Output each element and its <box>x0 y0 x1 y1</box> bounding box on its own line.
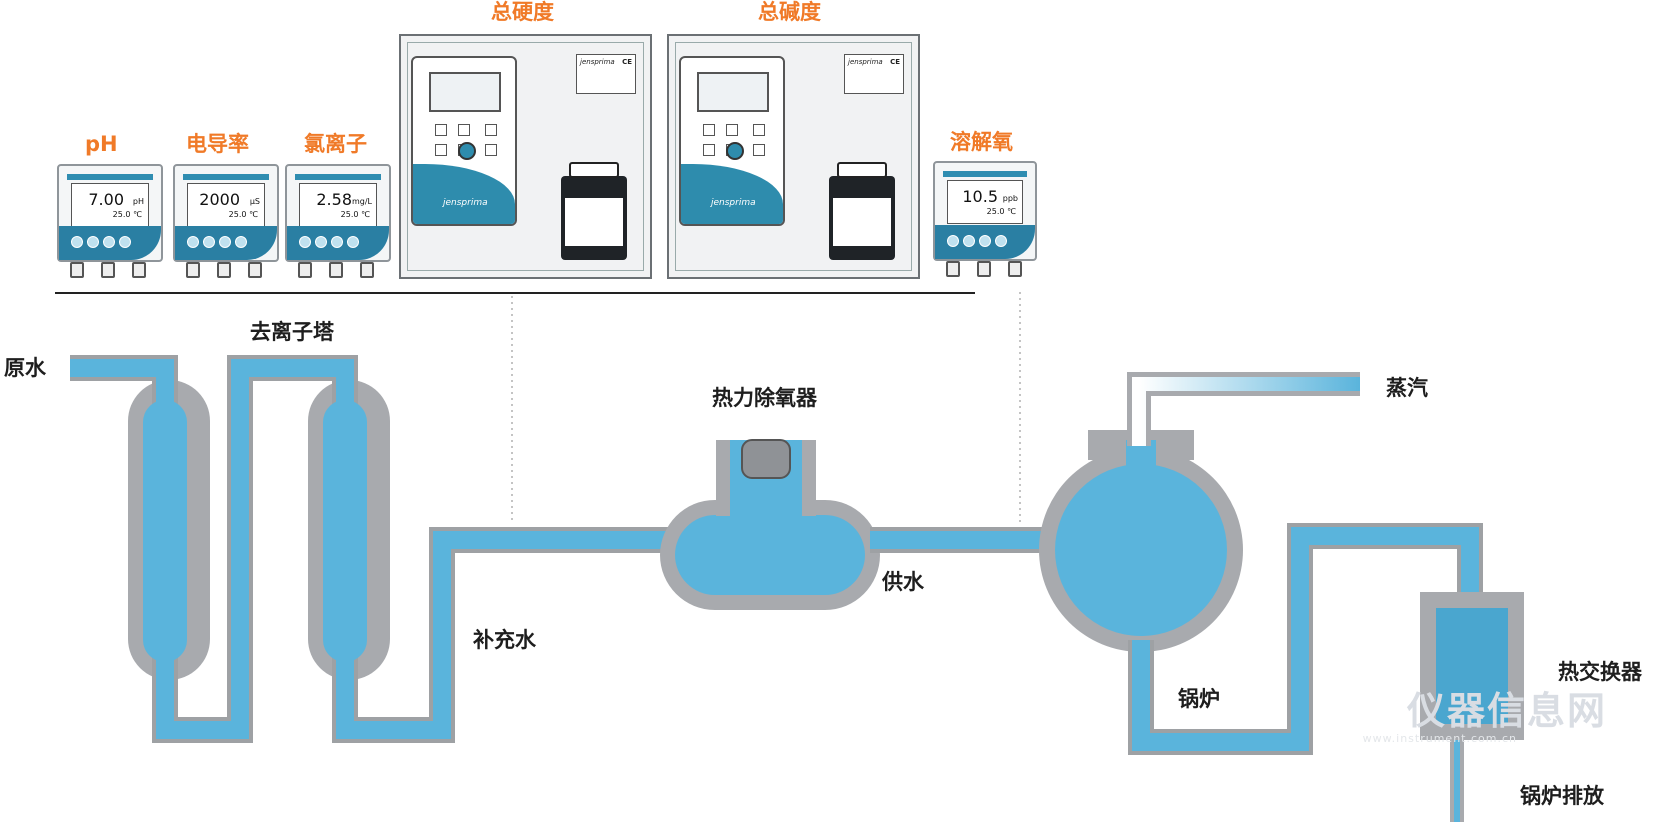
dissolved-oxygen-title: 溶解氧 <box>950 130 1013 154</box>
ph-meter: 7.00 pH 25.0 ℃ <box>57 164 163 262</box>
meter-keypad <box>59 226 161 260</box>
makeup-water-label: 补充水 <box>473 628 536 652</box>
ph-unit: pH <box>132 197 144 206</box>
do-unit: ppb <box>1002 194 1018 203</box>
deaerator-vessel <box>660 439 880 610</box>
conductivity-temp: 25.0 ℃ <box>228 210 258 219</box>
cable-gland-icon <box>101 262 115 278</box>
chloride-temp: 25.0 ℃ <box>340 210 370 219</box>
chloride-title: 氯离子 <box>304 132 367 156</box>
deion-tower-label: 去离子塔 <box>250 320 334 344</box>
tower-fill-1 <box>143 400 187 662</box>
reagent-bottle-icon <box>561 162 627 260</box>
deaerator-label: 热力除氧器 <box>712 386 817 410</box>
blowdown-label: 锅炉排放 <box>1520 784 1604 808</box>
exchanger-pipe <box>1132 527 1479 751</box>
controller-display <box>429 72 501 112</box>
hardness-title: 总硬度 <box>491 0 554 24</box>
cable-gland-icon <box>977 261 991 277</box>
steam-label: 蒸汽 <box>1386 376 1428 400</box>
meter-header <box>67 174 153 180</box>
cabinet-brand: jensprima <box>443 198 488 208</box>
reagent-bottle-icon <box>829 162 895 260</box>
boiler-label: 锅炉 <box>1178 687 1220 711</box>
cable-gland-icon <box>329 262 343 278</box>
boiler-vessel <box>1039 430 1243 745</box>
conductivity-meter: 2000 μS 25.0 ℃ <box>173 164 279 262</box>
cable-gland-icon <box>360 262 374 278</box>
steam-pipe <box>1132 377 1360 446</box>
cable-gland-icon <box>217 262 231 278</box>
heat-exchanger-label: 热交换器 <box>1558 660 1642 684</box>
cable-gland-icon <box>1008 261 1022 277</box>
tower-fill-2 <box>323 400 367 662</box>
chloride-meter: 2.58 mg/L 25.0 ℃ <box>285 164 391 262</box>
conductivity-unit: μS <box>249 197 260 206</box>
conductivity-value: 2000 <box>199 190 240 209</box>
ph-temp: 25.0 ℃ <box>112 210 142 219</box>
cable-gland-icon <box>298 262 312 278</box>
cable-gland-icon <box>132 262 146 278</box>
heat-exchanger-vessel <box>1420 592 1524 822</box>
cable-gland-icon <box>186 262 200 278</box>
do-value: 10.5 <box>962 187 998 206</box>
meter-screen: 7.00 pH 25.0 ℃ <box>71 183 149 227</box>
chloride-value: 2.58 <box>316 190 352 209</box>
cable-gland-icon <box>946 261 960 277</box>
cable-gland-icon <box>70 262 84 278</box>
raw-water-label: 原水 <box>4 356 46 380</box>
alkalinity-title: 总碱度 <box>758 0 821 24</box>
dissolved-oxygen-meter: 10.5 ppb 25.0 ℃ <box>933 161 1037 261</box>
controller-display <box>697 72 769 112</box>
controller-unit: jensprima <box>411 56 517 226</box>
ph-value: 7.00 <box>88 190 124 209</box>
controller-knob-icon <box>458 142 476 160</box>
do-temp: 25.0 ℃ <box>986 207 1016 216</box>
controller-unit: jensprima <box>679 56 785 226</box>
feed-water-label: 供水 <box>882 570 924 594</box>
controller-knob-icon <box>726 142 744 160</box>
watermark-url: www.instrument.com.cn <box>1362 732 1517 745</box>
chloride-unit: mg/L <box>351 197 372 206</box>
cable-gland-icon <box>248 262 262 278</box>
watermark-text: 仪器信息网 <box>1406 689 1607 733</box>
ph-title: pH <box>85 132 118 156</box>
conductivity-title: 电导率 <box>186 132 249 156</box>
cabinet-brand: jensprima <box>711 198 756 208</box>
